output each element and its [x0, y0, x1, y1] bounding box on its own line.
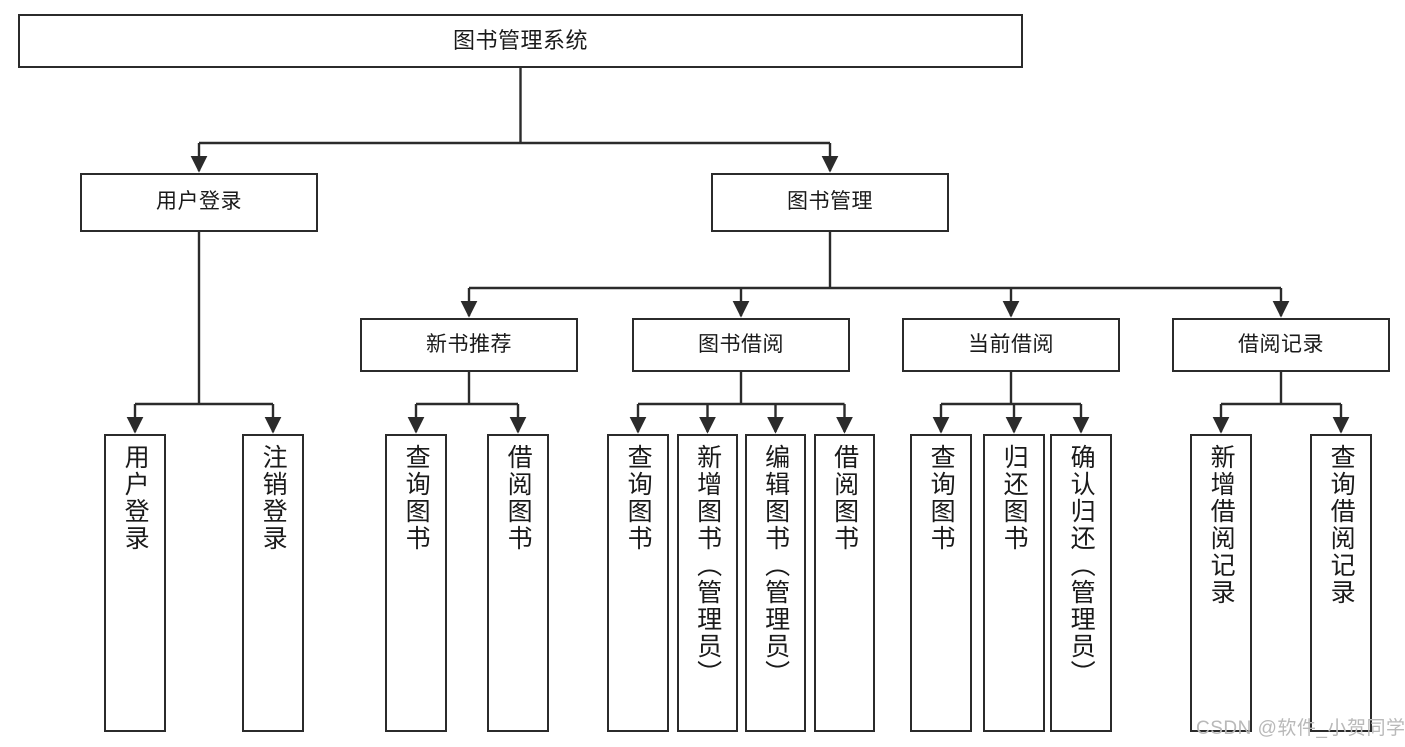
leaf-return-book[interactable]: 归还图书	[983, 434, 1045, 732]
node-new-book-recommend[interactable]: 新书推荐	[360, 318, 578, 372]
leaf-confirm-return-admin[interactable]: 确认归还（管理员）	[1050, 434, 1112, 732]
leaf-user-login[interactable]: 用户登录	[104, 434, 166, 732]
node-label: 借阅记录	[1238, 332, 1324, 356]
node-label: 新书推荐	[426, 332, 512, 356]
leaf-query-book-borrow[interactable]: 查询图书	[607, 434, 669, 732]
node-user-login[interactable]: 用户登录	[80, 173, 318, 232]
leaf-borrow-book-recommend[interactable]: 借阅图书	[487, 434, 549, 732]
node-label: 查询图书	[927, 444, 956, 552]
leaf-query-borrow-record[interactable]: 查询借阅记录	[1310, 434, 1372, 732]
node-book-borrow[interactable]: 图书借阅	[632, 318, 850, 372]
node-label: 图书管理	[787, 190, 873, 214]
node-label: 借阅图书	[504, 444, 533, 552]
node-label: 查询借阅记录	[1327, 444, 1356, 606]
node-label: 查询图书	[624, 444, 653, 552]
node-label: 新增图书（管理员）	[693, 444, 722, 687]
node-label: 注销登录	[259, 444, 288, 552]
node-label: 归还图书	[1000, 444, 1029, 552]
node-label: 图书借阅	[698, 332, 784, 356]
node-label: 新增借阅记录	[1207, 444, 1236, 606]
leaf-query-book-current[interactable]: 查询图书	[910, 434, 972, 732]
node-label: 借阅图书	[830, 444, 859, 552]
node-label: 查询图书	[402, 444, 431, 552]
node-label: 确认归还（管理员）	[1067, 444, 1096, 687]
node-current-borrow[interactable]: 当前借阅	[902, 318, 1120, 372]
node-root[interactable]: 图书管理系统	[18, 14, 1023, 68]
node-label: 用户登录	[121, 444, 150, 552]
leaf-borrow-book[interactable]: 借阅图书	[814, 434, 875, 732]
node-label: 编辑图书（管理员）	[761, 444, 790, 687]
leaf-add-book-admin[interactable]: 新增图书（管理员）	[677, 434, 738, 732]
leaf-logout[interactable]: 注销登录	[242, 434, 304, 732]
node-borrow-records[interactable]: 借阅记录	[1172, 318, 1390, 372]
leaf-query-book-recommend[interactable]: 查询图书	[385, 434, 447, 732]
node-label: 用户登录	[156, 190, 242, 214]
csdn-watermark: CSDN @软件_小贺同学	[1196, 718, 1405, 739]
node-book-management[interactable]: 图书管理	[711, 173, 949, 232]
node-label: 图书管理系统	[452, 28, 588, 54]
leaf-edit-book-admin[interactable]: 编辑图书（管理员）	[745, 434, 806, 732]
leaf-add-borrow-record[interactable]: 新增借阅记录	[1190, 434, 1252, 732]
node-label: 当前借阅	[968, 332, 1054, 356]
